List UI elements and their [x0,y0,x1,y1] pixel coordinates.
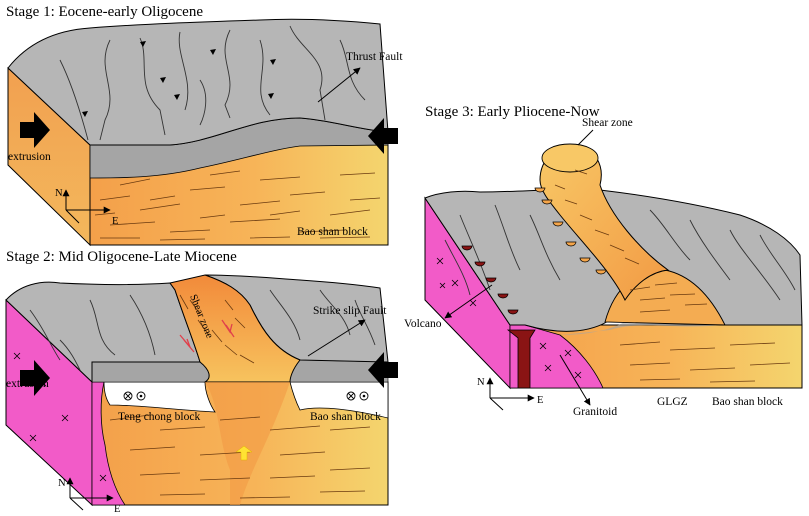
stage3-glgz-label: GLGZ [657,396,688,408]
stage1-left-arrow [20,112,50,148]
stage2-right-arrow [368,352,398,388]
stage1-east-label: E [112,216,118,227]
stage3-block-label: Bao shan block [712,396,783,408]
stage2-teng-chong-label: Teng chong block [118,411,200,423]
stage1-extrusion-label: extrusion [8,151,51,163]
stage3-volcano-label: Volcano [404,318,442,330]
stage3-east-label: E [537,395,543,406]
stage2-extrusion-label: extrusion [6,378,49,390]
stage-3-block [424,129,803,411]
stage3-granitoid-front [509,324,604,389]
stage-2-block [5,274,398,511]
stage2-title: Stage 2: Mid Oligocene-Late Miocene [6,249,237,265]
stage1-title: Stage 1: Eocene-early Oligocene [6,4,203,20]
stage3-north-label: N [477,377,485,388]
stage2-shear-zone [169,274,301,383]
stage2-bao-shan-front [289,381,389,419]
stage-1-block [7,18,398,247]
stage3-volcano-conduit [506,329,536,389]
stage3-granitoid-label: Granitoid [573,406,617,418]
stage3-compass [486,377,535,411]
stage1-north-label: N [55,188,63,199]
stage2-strike-slip-label: Strike slip Fault [313,305,387,317]
stage2-compass [66,477,114,511]
stage1-right-arrow [368,118,398,154]
stage3-title: Stage 3: Early Pliocene-Now [425,104,600,120]
stage1-compass [62,189,111,224]
stage2-teng-chong-front [103,381,216,413]
stage2-left-arrow [20,360,50,396]
stage2-east-label: E [114,504,120,515]
stage2-north-label: N [58,478,66,489]
stage1-top-surface [7,18,389,146]
stage3-shear-zone-label: Shear zone [582,117,633,129]
stage1-thrust-fault-label: Thrust Fault [346,51,403,63]
stage1-block-label: Bao shan block [297,226,368,238]
stage2-bao-shan-label: Bao shan block [310,411,381,423]
stage2-uplift-arrow [235,445,253,461]
